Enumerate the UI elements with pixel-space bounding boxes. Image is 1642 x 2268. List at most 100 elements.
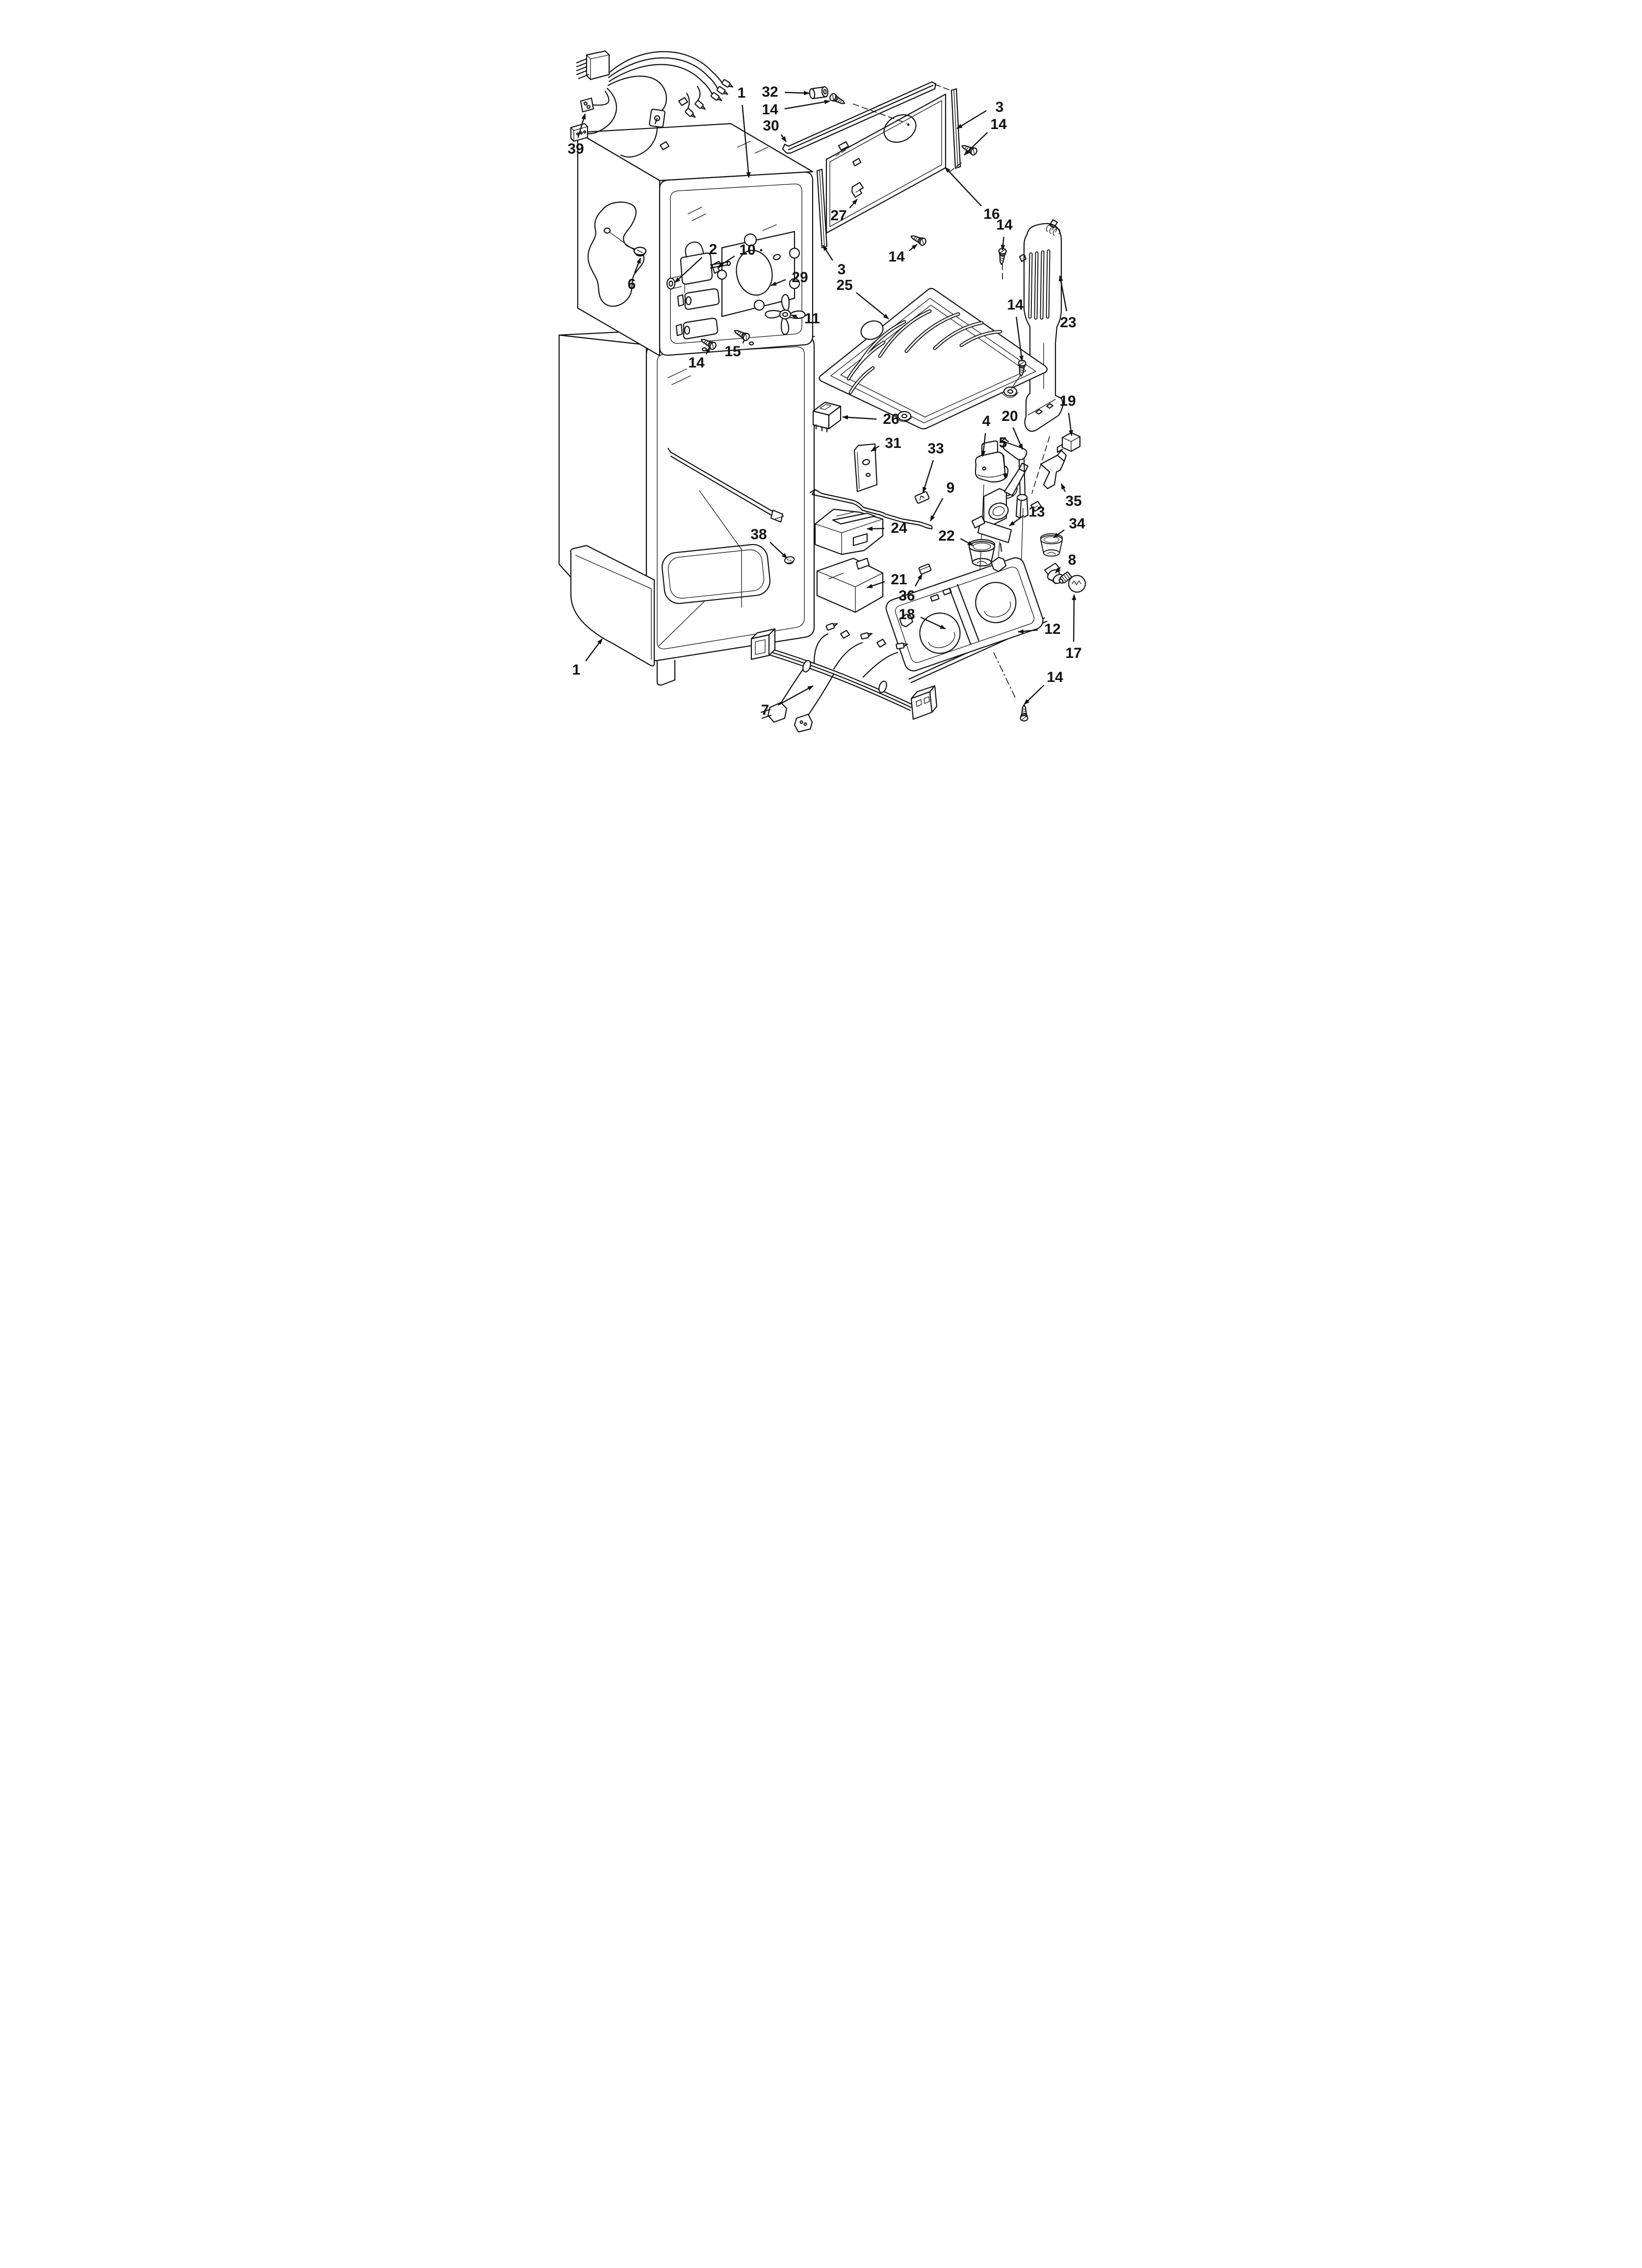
callout-leader-15 (742, 339, 745, 344)
callout-label-1-top: 1 (737, 85, 746, 101)
callout-label-34: 34 (1069, 516, 1085, 532)
callout-leader-7 (778, 685, 814, 706)
drain-tower-23 (1019, 219, 1064, 432)
callout-leader-lines (577, 91, 1077, 706)
callout-label-17: 17 (1065, 645, 1082, 661)
callout-label-24: 24 (891, 520, 907, 536)
callout-leader-29 (770, 279, 786, 287)
callout-label-27: 27 (830, 208, 847, 224)
callout-leader-21 (867, 581, 885, 589)
callout-leader-31 (871, 445, 880, 452)
callout-leader-12 (1018, 629, 1038, 634)
callout-leader-38 (770, 542, 788, 559)
callout-label-15: 15 (724, 343, 741, 360)
harness-connector-2pin (580, 97, 594, 113)
callout-leader-10 (718, 255, 735, 268)
callout-leader-14-g (1024, 684, 1045, 705)
callout-leader-36 (914, 574, 923, 587)
callout-leader-8 (1055, 567, 1061, 574)
cabinet-front-lower-panel (570, 545, 676, 686)
callout-leader-39 (577, 113, 586, 138)
mounting-plate-31 (853, 443, 878, 493)
panel-clip-27 (851, 182, 864, 198)
callout-label-22: 22 (938, 528, 955, 544)
callout-label-10: 10 (739, 242, 756, 258)
callout-label-18: 18 (898, 606, 915, 623)
callout-leader-5 (1002, 454, 1007, 479)
callout-label-14-f: 14 (888, 249, 905, 265)
fan-mounting-bracket-29 (711, 231, 800, 317)
callout-label-25: 25 (836, 277, 853, 293)
callout-label-4: 4 (982, 413, 991, 429)
callout-label-3-b: 3 (837, 261, 846, 278)
callout-leader-1-top (742, 104, 751, 178)
callout-label-6: 6 (627, 276, 636, 292)
callout-label-29: 29 (792, 269, 808, 286)
callout-leader-25 (856, 292, 889, 319)
callout-label-7: 7 (761, 702, 770, 718)
control-bracket-13 (971, 462, 1029, 552)
callout-leader-13 (1009, 515, 1024, 526)
label-36 (918, 563, 932, 575)
callout-label-8: 8 (1068, 552, 1077, 568)
harness-switch (649, 108, 666, 128)
power-plug (760, 702, 788, 723)
interior-trim-rail (667, 447, 784, 523)
callout-leader-27 (849, 199, 858, 209)
callout-label-5: 5 (999, 435, 1007, 451)
callout-label-33: 33 (927, 441, 944, 457)
liner-sleeve-bushing (666, 275, 682, 290)
callout-label-35: 35 (1065, 493, 1082, 509)
callout-leader-23 (1058, 275, 1068, 312)
callout-label-14-g: 14 (1047, 669, 1063, 685)
callout-label-36: 36 (898, 588, 915, 604)
callout-label-20: 20 (1001, 408, 1018, 424)
top-trim-rail-30 (782, 81, 937, 154)
callout-label-14-d: 14 (1007, 297, 1024, 313)
callout-leader-2 (674, 257, 703, 283)
light-bulb-17 (1058, 572, 1086, 593)
callout-leader-30 (780, 134, 787, 142)
floor-recess (662, 544, 770, 604)
defrost-heater-tubes (675, 288, 720, 339)
callout-label-9: 9 (946, 480, 955, 496)
callout-leader-14-e (705, 347, 711, 355)
callout-leader-20 (1012, 427, 1024, 450)
callout-label-3-a: 3 (995, 99, 1004, 115)
callout-leader-14-f (908, 244, 918, 252)
callout-leader-14-c (1001, 236, 1005, 251)
control-console-12 (885, 556, 1048, 683)
callout-leader-4 (981, 433, 986, 457)
thermostat-knob-4 (975, 440, 1009, 483)
callout-leader-14-a (784, 100, 830, 109)
bracket-strap-35 (1040, 449, 1067, 490)
defrost-timer-26 (812, 401, 842, 433)
callout-label-2: 2 (709, 241, 718, 258)
callout-leader-14-d (1016, 316, 1024, 362)
insulation-gasket (588, 201, 647, 307)
callout-leader-18 (920, 617, 946, 630)
refrigerator-liner-box (558, 326, 815, 686)
callout-leader-6 (634, 258, 641, 274)
callout-label-26: 26 (883, 411, 899, 427)
callout-label-32: 32 (762, 84, 778, 100)
callout-label-1-bottom: 1 (572, 662, 581, 678)
callout-label-14-b: 14 (990, 116, 1007, 132)
callout-leader-1-bottom (585, 638, 603, 662)
drain-tube-9 (809, 489, 933, 530)
air-damper-24 (814, 508, 884, 555)
callout-label-16: 16 (983, 206, 1000, 222)
callout-label-13: 13 (1028, 504, 1045, 520)
callout-leader-26 (842, 415, 877, 420)
callout-label-14-a: 14 (762, 102, 778, 118)
callout-label-30: 30 (763, 118, 779, 134)
callout-leader-11 (791, 314, 798, 319)
callout-label-19: 19 (1059, 393, 1076, 409)
callout-leader-32 (784, 91, 810, 96)
callout-leader-22 (960, 538, 974, 547)
callout-leader-24 (867, 526, 885, 531)
trim-strip-3-right (950, 88, 961, 169)
callout-leader-9 (929, 497, 944, 521)
spacer-32 (809, 86, 829, 100)
